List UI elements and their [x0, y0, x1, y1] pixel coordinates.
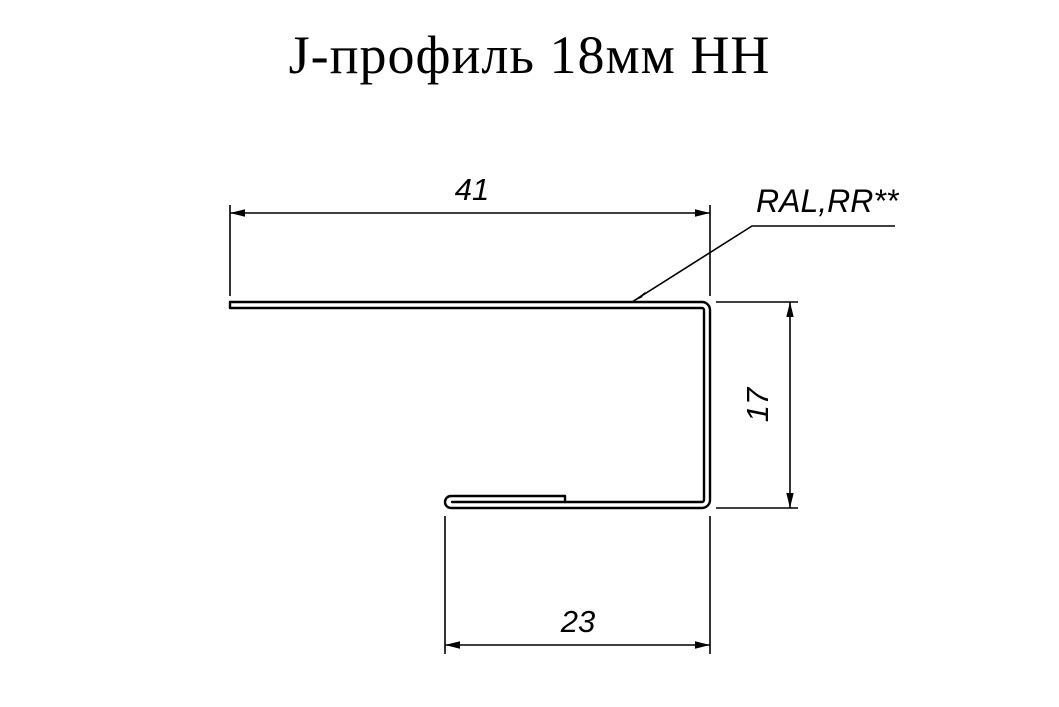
drawing-title: J-профиль 18мм НН [288, 25, 771, 85]
dimension-right-height [716, 301, 798, 509]
dim-right-value: 17 [740, 386, 775, 422]
coating-label: RAL,RR** [756, 183, 900, 219]
dim-top-value: 41 [455, 172, 489, 207]
dim-right-arrow-bottom [786, 493, 794, 508]
profile-sheet-inner-contour [228, 300, 706, 504]
dim-bottom-value: 23 [560, 604, 595, 639]
dim-bottom-arrow-right [695, 641, 710, 649]
dim-top-arrow-right [695, 209, 710, 217]
coating-leader-arrow [632, 291, 646, 302]
dim-right-arrow-top [786, 302, 794, 317]
dimension-top-width [229, 205, 711, 296]
dimension-bottom-width [444, 516, 711, 654]
coating-leader-line [631, 225, 895, 303]
coating-leader [631, 225, 895, 303]
dim-top-arrow-left [230, 209, 245, 217]
profile-sheet-outer-contour [228, 300, 712, 510]
profile-outline [228, 300, 712, 510]
dim-bottom-arrow-left [445, 641, 460, 649]
